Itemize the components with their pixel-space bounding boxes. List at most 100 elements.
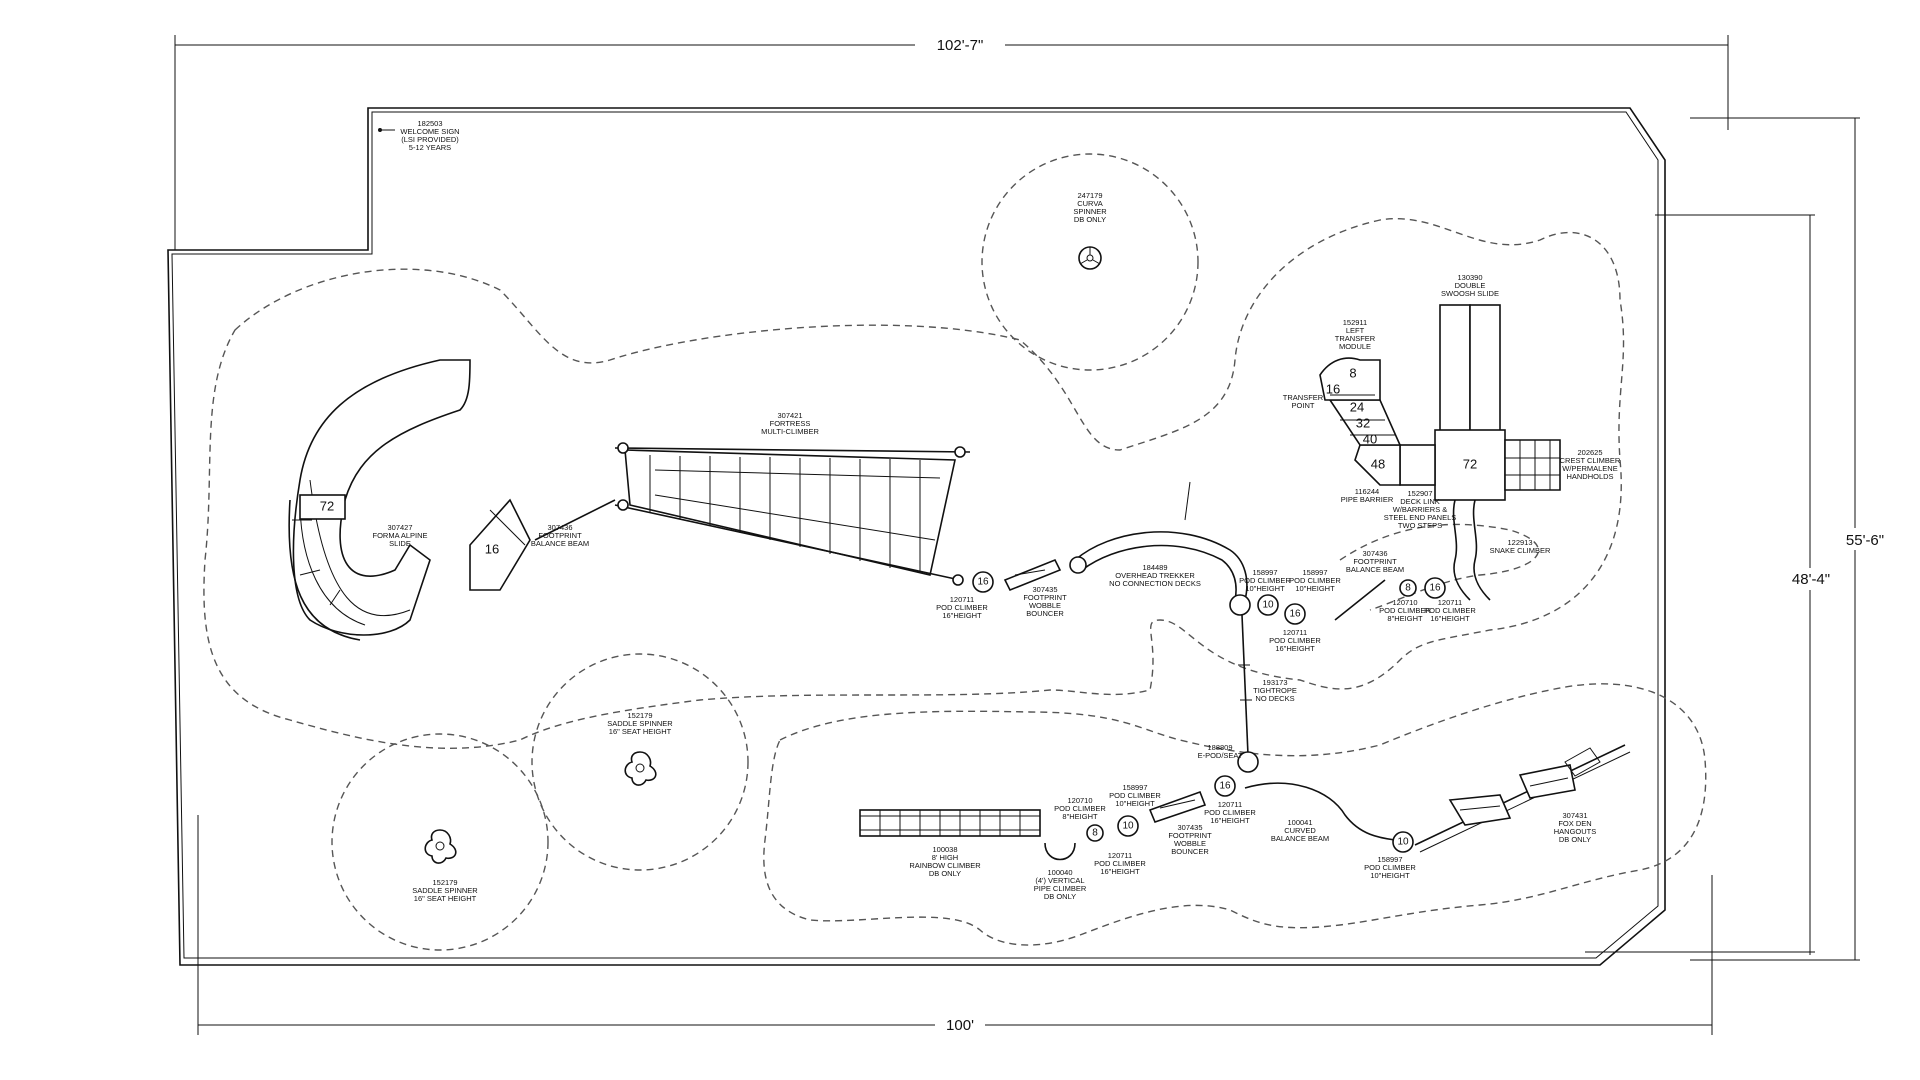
fortress-label-0: 307421 [777,411,802,420]
pod8-a-label-2: 8"HEIGHT [1387,614,1423,623]
pod8-a-label-0: 120710 [1392,598,1417,607]
pod10-b-label-1: POD CLIMBER [1289,576,1341,585]
dimension-right-outer: 55'-6" [1690,117,1900,961]
vpipe-label-0: 100040 [1047,868,1072,877]
dimension-bottom-label: 100' [946,1017,974,1034]
rainbow-label-0: 100038 [932,845,957,854]
pod16-b-label-2: 16"HEIGHT [1275,644,1315,653]
deck-72: 72 [1463,456,1477,471]
dimension-right-inner-label: 48'-4" [1792,571,1830,588]
trekker-label-1: OVERHEAD TREKKER [1115,571,1195,580]
use-zone-saddle-upper [531,653,749,871]
wobble-b-label-2: WOBBLE [1174,839,1206,848]
fortress-multi-climber [614,442,971,586]
pod-climber-10-a-num: 10 [1262,600,1274,611]
slide-deck-16: 16 [485,541,499,556]
pod-climber-10-d-num: 10 [1397,837,1409,848]
transfer-point-label-0: TRANSFER [1283,393,1324,402]
rainbow-label-1: 8' HIGH [932,853,958,862]
pod10-c-label-0: 158997 [1122,783,1147,792]
welcome-sign-label-3: 5-12 YEARS [409,143,451,152]
pod16-c-label-1: POD CLIMBER [1424,606,1476,615]
curved-balance-beam [1244,782,1396,841]
snake-label-1: SNAKE CLIMBER [1490,546,1551,555]
pod16-d-label-1: POD CLIMBER [1094,859,1146,868]
fortress-label-1: FORTRESS [770,419,811,428]
crest-label-1: CREST CLIMBER [1560,456,1621,465]
pod-climber-16-c [1424,577,1446,599]
pod-climber-8-b-num: 8 [1092,828,1098,839]
saddle-a-label-2: 16" SEAT HEIGHT [609,727,672,736]
fox-den-label-0: 307431 [1562,811,1587,820]
rainbow-climber [859,809,1041,837]
pod8-b-label-0: 120710 [1067,796,1092,805]
swoosh-label-2: SWOOSH SLIDE [1441,289,1499,298]
use-zone-lower [763,683,1707,946]
epod-label-0: 188809 [1207,743,1232,752]
welcome-sign: 182503 WELCOME SIGN (LSI PROVIDED) 5-12 … [378,119,460,152]
wobble-b-label-3: BOUNCER [1171,847,1209,856]
use-zone-main [203,218,1625,749]
pod-climber-16-c-num: 16 [1429,583,1441,594]
play-structure [1319,304,1561,601]
deck-link-label-2: W/BARRIERS & [1393,505,1448,514]
curva-label-3: DB ONLY [1074,215,1106,224]
pod-climber-10-c-num: 10 [1122,821,1134,832]
pod-climber-10-c [1117,815,1139,837]
pod10-a-label-1: POD CLIMBER [1239,576,1291,585]
curva-label-2: SPINNER [1073,207,1107,216]
use-zone-upper-right-dash [1339,523,1540,611]
curva-label-1: CURVA [1077,199,1103,208]
saddle-spinner-upper [624,751,657,786]
rainbow-label-3: DB ONLY [929,869,961,878]
trekker-label-0: 184489 [1142,563,1167,572]
transfer-point-label-1: POINT [1292,401,1315,410]
fortress-label-2: MULTI-CLIMBER [761,427,819,436]
rainbow-label-2: RAINBOW CLIMBER [909,861,981,870]
pod10-c-label-2: 10"HEIGHT [1115,799,1155,808]
pod16-b-label-1: POD CLIMBER [1269,636,1321,645]
pod16-e-label-0: 120711 [1218,800,1242,809]
alpine-slide-label-1: FORMA ALPINE [372,531,427,540]
crest-label-3: HANDHOLDS [1566,472,1613,481]
pod10-d-label-1: POD CLIMBER [1364,863,1416,872]
fox-den-label-3: DB ONLY [1559,835,1591,844]
pod-climber-8-a-num: 8 [1405,583,1411,594]
balance-beam-left-label-1: FOOTPRINT [538,531,582,540]
pod-climber-16-e [1214,775,1236,797]
fox-den-hangouts [1414,744,1631,853]
wobble-a-label-3: BOUNCER [1026,609,1064,618]
dimension-right-outer-label: 55'-6" [1846,532,1884,549]
pod-climber-16-b [1284,603,1306,625]
pod16-e-label-2: 16"HEIGHT [1210,816,1250,825]
pod10-b-label-2: 10"HEIGHT [1295,584,1335,593]
tightrope-label-2: NO DECKS [1255,694,1294,703]
transfer-module-label-1: LEFT [1346,326,1365,335]
dimension-top-label: 102'-7" [937,37,984,54]
fox-den-label-1: FOX DEN [1558,819,1591,828]
pod10-a-label-0: 158997 [1252,568,1277,577]
saddle-spinner-lower [424,829,457,864]
pod16-c-label-0: 120711 [1438,598,1462,607]
trekker-label-2: NO CONNECTION DECKS [1109,579,1201,588]
crest-label-2: W/PERMALENE [1562,464,1617,473]
pod-climber-10-a [1257,594,1279,616]
epod-label-1: E-POD/SEAT [1198,751,1243,760]
site-boundary [167,107,1666,966]
wobble-bouncer-b [1148,790,1207,823]
swoosh-label-0: 130390 [1457,273,1482,282]
dimension-bottom: 100' [197,815,1713,1035]
tightrope-label-0: 193173 [1262,678,1287,687]
deck-link-label-3: STEEL END PANELS [1384,513,1457,522]
pod-climber-8-b [1086,824,1104,842]
deck-link-label-0: 152907 [1407,489,1432,498]
deck-48: 48 [1371,456,1385,471]
balance-beam-left [534,499,616,541]
pod16-a-label-2: 16"HEIGHT [942,611,982,620]
site-boundary-inner [171,111,1659,959]
pod10-a-label-2: 10"HEIGHT [1245,584,1285,593]
curved-beam-label-2: BALANCE BEAM [1271,834,1329,843]
crest-label-0: 202625 [1577,448,1602,457]
saddle-b-label-2: 16" SEAT HEIGHT [414,894,477,903]
pod8-a-label-1: POD CLIMBER [1379,606,1431,615]
